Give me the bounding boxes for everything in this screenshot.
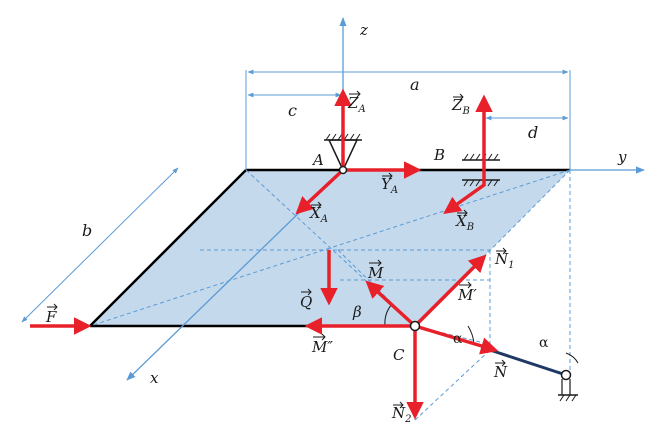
label-M-prime: M′	[457, 281, 477, 304]
dimension-c: c	[288, 101, 297, 120]
support-B	[462, 153, 500, 187]
label-N: N	[493, 359, 508, 381]
svg-text:N1: N1	[494, 250, 515, 271]
label-B: B	[433, 146, 445, 164]
label-alpha-1: α	[453, 331, 463, 347]
label-M-double: M″	[311, 333, 333, 356]
point-C	[409, 320, 421, 332]
svg-text:N: N	[493, 363, 508, 381]
label-beta: β	[352, 303, 362, 321]
svg-text:YA: YA	[381, 175, 398, 196]
force-labels: ZA YA XA ZB XB Q F M	[45, 90, 515, 425]
label-C: C	[393, 346, 405, 364]
svg-text:F: F	[45, 308, 57, 326]
rod	[489, 348, 567, 377]
label-alpha-2: α	[539, 335, 549, 351]
dimension-lines	[21, 69, 571, 323]
dimension-d: d	[528, 123, 538, 142]
label-XA: XA	[309, 201, 328, 225]
label-Q: Q	[300, 288, 312, 311]
svg-text:ZA: ZA	[347, 94, 366, 115]
label-ZA: ZA	[347, 90, 366, 115]
svg-text:M′: M′	[457, 286, 477, 304]
label-ZB: ZB	[451, 93, 470, 117]
force-XB	[443, 165, 486, 215]
svg-text:XA: XA	[309, 204, 328, 225]
label-F: F	[45, 303, 58, 326]
label-XB: XB	[455, 209, 474, 233]
y-axis-label: y	[617, 148, 627, 166]
svg-text:M: M	[367, 264, 384, 282]
svg-text:M″: M″	[311, 338, 333, 356]
svg-text:XB: XB	[455, 212, 474, 233]
label-N2: N2	[391, 401, 412, 425]
dimension-b: b	[82, 221, 92, 240]
dimension-a: a	[410, 75, 420, 94]
z-axis-label: z	[359, 21, 368, 39]
x-axis-label: x	[150, 369, 159, 387]
rod-support	[558, 352, 579, 402]
force-M-prime	[413, 254, 487, 328]
svg-text:ZB: ZB	[451, 96, 470, 117]
force-XA	[295, 168, 345, 215]
svg-text:N2: N2	[391, 404, 412, 425]
force-N	[414, 324, 499, 355]
forces	[30, 88, 499, 420]
svg-text:Q: Q	[300, 293, 312, 311]
force-M	[365, 280, 417, 328]
label-N1: N1	[494, 247, 515, 271]
label-YA: YA	[381, 172, 398, 196]
label-M: M	[367, 259, 384, 282]
point-A	[338, 165, 348, 175]
label-A: A	[311, 151, 324, 169]
